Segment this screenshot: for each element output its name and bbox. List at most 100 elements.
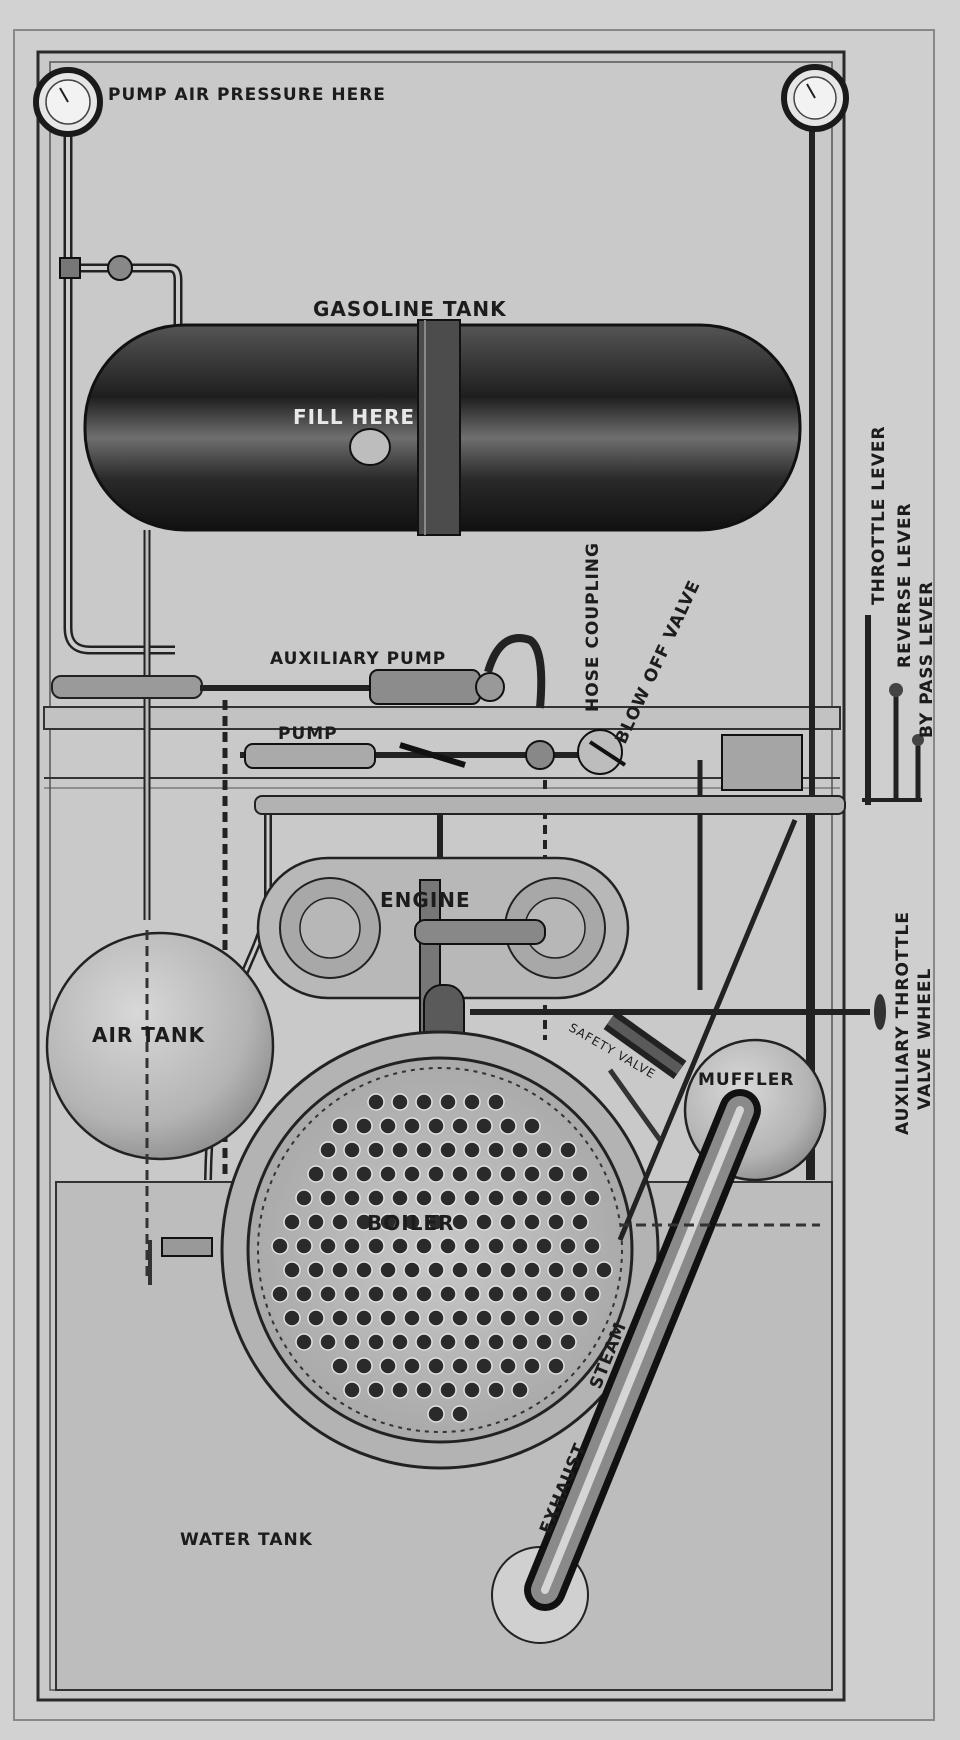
boiler-tube <box>523 1309 541 1327</box>
boiler-tube <box>415 1333 433 1351</box>
air-valve <box>59 255 133 281</box>
boiler-tube <box>343 1333 361 1351</box>
boiler-tube <box>427 1357 445 1375</box>
boiler-tube <box>283 1309 301 1327</box>
boiler-tube <box>439 1237 457 1255</box>
boiler-tube <box>451 1261 469 1279</box>
boiler-tube <box>415 1189 433 1207</box>
boiler-tube <box>391 1237 409 1255</box>
boiler-tube <box>475 1165 493 1183</box>
boiler-tube <box>379 1165 397 1183</box>
boiler-tube <box>523 1261 541 1279</box>
boiler-tube <box>571 1309 589 1327</box>
boiler-tube <box>391 1333 409 1351</box>
boiler-tube <box>391 1189 409 1207</box>
boiler-tube <box>379 1117 397 1135</box>
boiler-tube <box>355 1357 373 1375</box>
boiler-tube <box>499 1357 517 1375</box>
boiler <box>220 1030 660 1470</box>
boiler-tube <box>355 1165 373 1183</box>
boiler-tube <box>451 1405 469 1423</box>
boiler-tube <box>415 1381 433 1399</box>
boiler-tube <box>295 1237 313 1255</box>
boiler-tube <box>535 1333 553 1351</box>
boiler-tube <box>559 1333 577 1351</box>
control-levers <box>721 615 924 1030</box>
boiler-tube <box>511 1189 529 1207</box>
boiler-tube <box>367 1333 385 1351</box>
boiler-tube <box>523 1117 541 1135</box>
boiler-tube <box>271 1285 289 1303</box>
boiler-tube <box>583 1237 601 1255</box>
blow-off-valve <box>577 729 623 775</box>
boiler-tube <box>451 1165 469 1183</box>
boiler-tube <box>295 1333 313 1351</box>
boiler-tube <box>439 1141 457 1159</box>
boiler-tube <box>391 1141 409 1159</box>
label-muffler: MUFFLER <box>698 1070 794 1090</box>
boiler-tube <box>271 1237 289 1255</box>
boiler-tube <box>511 1381 529 1399</box>
boiler-tube <box>475 1213 493 1231</box>
boiler-tube <box>343 1189 361 1207</box>
boiler-tube <box>547 1309 565 1327</box>
boiler-tube <box>307 1309 325 1327</box>
boiler-tube <box>403 1213 421 1231</box>
boiler-tube <box>499 1213 517 1231</box>
label-pump-air-pressure: PUMP AIR PRESSURE HERE <box>108 85 386 105</box>
boiler-tube <box>331 1165 349 1183</box>
auxiliary-pump <box>369 634 546 709</box>
boiler-tube <box>427 1165 445 1183</box>
boiler-tube <box>463 1189 481 1207</box>
boiler-tube <box>331 1261 349 1279</box>
boiler-tube <box>583 1189 601 1207</box>
boiler-tube <box>535 1189 553 1207</box>
boiler-tube <box>379 1357 397 1375</box>
boiler-tube <box>439 1381 457 1399</box>
label-engine: ENGINE <box>380 888 471 912</box>
boiler-tubes <box>271 1093 613 1423</box>
boiler-tube <box>499 1309 517 1327</box>
label-water-tank: WATER TANK <box>180 1530 313 1550</box>
boiler-tube <box>415 1285 433 1303</box>
boiler-tube <box>367 1381 385 1399</box>
boiler-tube <box>499 1117 517 1135</box>
boiler-tube <box>415 1141 433 1159</box>
fill-cap <box>349 428 391 466</box>
label-throttle-lever: THROTTLE LEVER <box>869 425 889 605</box>
boiler-tube <box>319 1333 337 1351</box>
boiler-tube <box>547 1261 565 1279</box>
boiler-tube <box>343 1141 361 1159</box>
boiler-tube <box>403 1117 421 1135</box>
boiler-tube <box>367 1237 385 1255</box>
boiler-tube <box>475 1357 493 1375</box>
label-fill-here: FILL HERE <box>293 405 415 429</box>
boiler-tube <box>463 1381 481 1399</box>
boiler-tube <box>391 1093 409 1111</box>
boiler-tube <box>403 1165 421 1183</box>
boiler-tube <box>355 1261 373 1279</box>
boiler-tube <box>535 1285 553 1303</box>
label-gasoline-tank: GASOLINE TANK <box>313 297 507 321</box>
boiler-tube <box>427 1405 445 1423</box>
boiler-tube <box>511 1285 529 1303</box>
boiler-tube <box>571 1165 589 1183</box>
boiler-tube <box>475 1117 493 1135</box>
boiler-tube <box>403 1357 421 1375</box>
boiler-tube <box>547 1357 565 1375</box>
boiler-tube <box>487 1093 505 1111</box>
boiler-tube <box>559 1237 577 1255</box>
boiler-tube <box>331 1213 349 1231</box>
boiler-tube <box>463 1237 481 1255</box>
pressure-gauge-left <box>33 67 103 137</box>
boiler-tube <box>331 1117 349 1135</box>
boiler-tube <box>463 1285 481 1303</box>
boiler-tube <box>439 1285 457 1303</box>
label-auxiliary-pump: AUXILIARY PUMP <box>270 649 446 669</box>
boiler-tube <box>367 1093 385 1111</box>
boiler-tube <box>451 1117 469 1135</box>
boiler-tube <box>355 1309 373 1327</box>
label-hose-coupling: HOSE COUPLING <box>583 542 603 712</box>
boiler-tube <box>559 1285 577 1303</box>
